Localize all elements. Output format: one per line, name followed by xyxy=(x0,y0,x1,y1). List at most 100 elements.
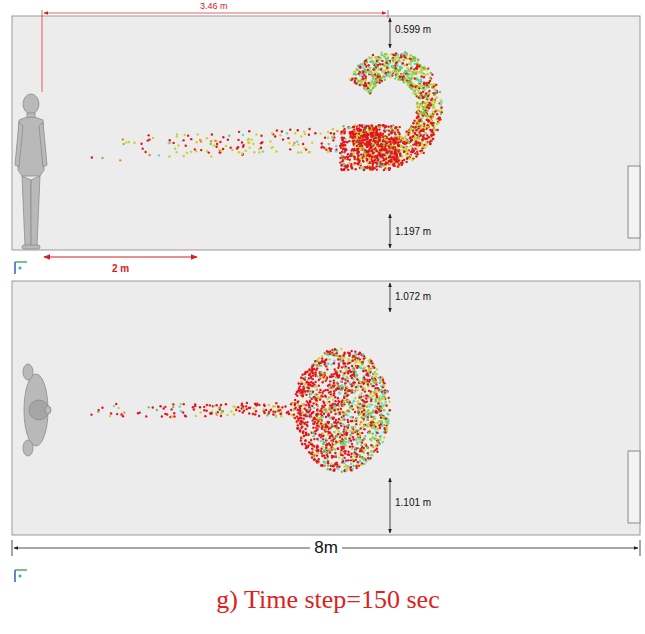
particle xyxy=(405,161,407,163)
door xyxy=(628,166,640,238)
particle xyxy=(391,58,393,60)
particle xyxy=(288,142,290,144)
particle xyxy=(422,114,424,116)
particle xyxy=(375,131,377,133)
particle xyxy=(236,147,238,149)
particle xyxy=(341,155,343,157)
particle xyxy=(327,131,329,133)
particle xyxy=(393,165,395,167)
particle xyxy=(369,61,371,63)
particle xyxy=(359,75,361,77)
particle xyxy=(378,147,380,149)
particle xyxy=(433,107,435,109)
particle xyxy=(355,404,357,406)
particle xyxy=(177,144,179,146)
particle xyxy=(366,136,368,138)
particle xyxy=(392,57,394,59)
particle xyxy=(260,135,262,137)
particle xyxy=(365,71,367,73)
particle xyxy=(414,147,416,149)
door xyxy=(628,451,640,523)
dimension-line xyxy=(390,478,391,533)
particle xyxy=(380,51,382,53)
particle xyxy=(367,161,369,163)
particle xyxy=(314,132,316,134)
particle xyxy=(387,63,389,65)
particle xyxy=(406,146,408,148)
particle xyxy=(141,147,143,149)
particle xyxy=(415,125,417,127)
particle xyxy=(364,153,366,155)
particle xyxy=(400,56,402,58)
particle xyxy=(341,137,343,139)
particle xyxy=(421,117,423,119)
particle xyxy=(352,164,354,166)
particle xyxy=(376,75,378,77)
particle xyxy=(373,156,375,158)
particle xyxy=(405,153,407,155)
particle xyxy=(350,153,352,155)
particle xyxy=(364,68,366,70)
particle xyxy=(353,155,355,157)
particle xyxy=(414,126,416,128)
particle xyxy=(362,160,364,162)
particle xyxy=(412,92,414,94)
particle xyxy=(344,130,346,132)
particle xyxy=(386,142,388,144)
particle xyxy=(418,91,420,93)
particle xyxy=(440,106,442,108)
particle xyxy=(360,135,362,137)
particle xyxy=(435,84,437,86)
particle xyxy=(176,135,178,137)
particle xyxy=(400,53,402,55)
particle xyxy=(409,54,411,56)
particle xyxy=(373,127,375,129)
particle xyxy=(311,142,313,144)
particle xyxy=(346,156,348,158)
particle xyxy=(392,124,394,126)
particle xyxy=(144,151,146,153)
particle xyxy=(414,93,416,95)
particle xyxy=(376,150,378,152)
particle xyxy=(353,126,355,128)
particle xyxy=(440,113,442,115)
particle xyxy=(414,86,416,88)
particle xyxy=(380,149,382,151)
particle xyxy=(425,97,427,99)
particle xyxy=(365,134,367,136)
particle xyxy=(248,147,250,149)
particle xyxy=(422,106,424,108)
particle xyxy=(422,135,424,137)
particle xyxy=(406,67,408,69)
particle xyxy=(412,89,414,91)
particle xyxy=(370,136,372,138)
particle xyxy=(433,133,435,135)
particle xyxy=(372,127,374,129)
particle xyxy=(426,124,428,126)
particle xyxy=(393,164,395,166)
particle xyxy=(378,74,380,76)
particle xyxy=(409,136,411,138)
particle xyxy=(354,77,356,79)
particle xyxy=(411,87,413,89)
particle xyxy=(385,125,387,127)
particle xyxy=(168,142,170,144)
particle xyxy=(423,88,425,90)
particle xyxy=(419,142,421,144)
particle xyxy=(402,142,404,144)
particle xyxy=(433,88,435,90)
particle xyxy=(419,150,421,152)
particle xyxy=(396,147,398,149)
particle xyxy=(185,145,187,147)
particle xyxy=(370,147,372,149)
particle xyxy=(422,130,424,132)
particle xyxy=(374,141,376,143)
particle xyxy=(432,112,434,114)
particle xyxy=(416,129,418,131)
particle xyxy=(327,151,329,153)
particle xyxy=(413,57,415,59)
particle xyxy=(344,156,346,158)
particle xyxy=(428,107,430,109)
particle xyxy=(436,113,438,115)
particle xyxy=(432,137,434,139)
